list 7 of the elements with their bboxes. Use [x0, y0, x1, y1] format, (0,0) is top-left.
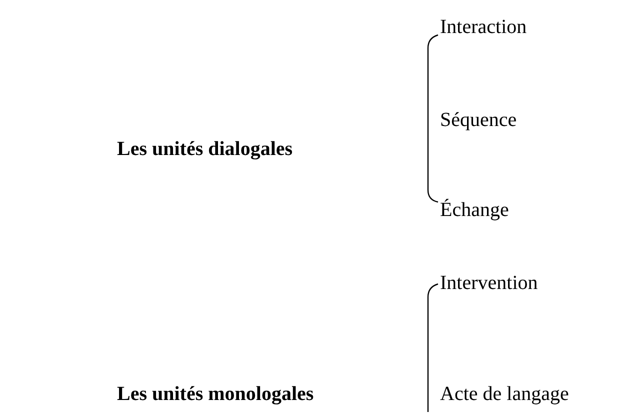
heading: Les unités monologales — [117, 382, 314, 406]
list-item: Interaction — [440, 15, 527, 39]
heading: Les unités dialogales — [117, 137, 293, 161]
list-item: Acte de langage — [440, 382, 569, 406]
list-item: Séquence — [440, 108, 517, 132]
list-item: Échange — [440, 198, 509, 222]
list-item: Intervention — [440, 271, 538, 295]
